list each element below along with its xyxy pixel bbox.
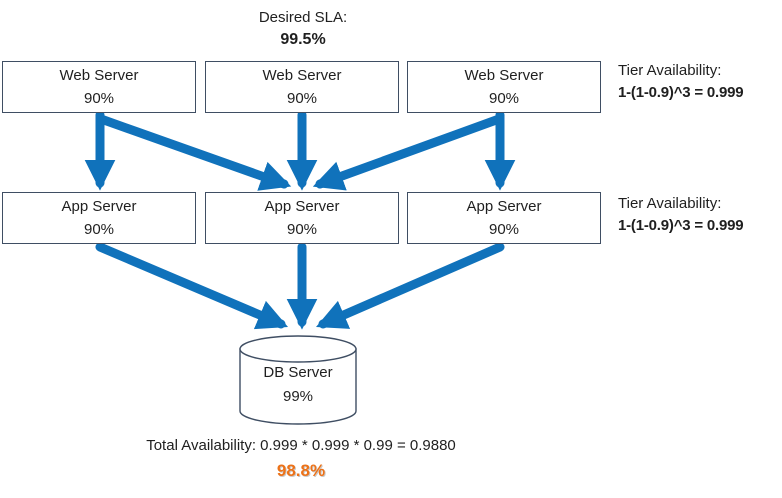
total-availability-formula: Total Availability: 0.999 * 0.999 * 0.99… [146, 437, 456, 454]
desired-sla-label: Desired SLA: [258, 9, 348, 26]
server-availability: 99% [282, 388, 314, 405]
tier-availability-formula: 1-(1-0.9)^3 = 0.999 [618, 84, 744, 101]
server-name: DB Server [263, 364, 333, 381]
desired-sla-value: 99.5% [280, 31, 326, 48]
server-availability: 90% [286, 221, 318, 238]
web-tier-availability-note: Tier Availability: 1-(1-0.9)^3 = 0.999 [618, 60, 782, 104]
app-server-box-1: App Server 90% [2, 192, 196, 244]
arrow-web1-app2 [96, 114, 292, 191]
app-to-db-arrows [95, 242, 505, 330]
db-cylinder [239, 335, 357, 425]
app-server-box-2: App Server 90% [205, 192, 399, 244]
tier-availability-label: Tier Availability: [618, 62, 722, 79]
arrow-app1-db [95, 242, 289, 330]
server-availability: 90% [286, 90, 318, 107]
server-availability: 90% [488, 221, 520, 238]
server-availability: 90% [488, 90, 520, 107]
arrow-app3-db [315, 242, 505, 329]
arrow-web3-app2 [312, 114, 504, 191]
total-availability-footer: Total Availability: 0.999 * 0.999 * 0.99… [61, 435, 541, 482]
server-name: Web Server [59, 67, 139, 84]
server-availability: 90% [83, 90, 115, 107]
server-name: Web Server [464, 67, 544, 84]
tier-availability-formula: 1-(1-0.9)^3 = 0.999 [618, 217, 744, 234]
server-name: Web Server [262, 67, 342, 84]
desired-sla-header: Desired SLA: 99.5% [178, 7, 428, 51]
total-availability-percent: 98.8% [276, 461, 326, 480]
tier-availability-label: Tier Availability: [618, 195, 722, 212]
server-name: App Server [61, 198, 137, 215]
web-server-box-2: Web Server 90% [205, 61, 399, 113]
web-server-box-1: Web Server 90% [2, 61, 196, 113]
app-tier-availability-note: Tier Availability: 1-(1-0.9)^3 = 0.999 [618, 193, 782, 237]
db-server-label: DB Server 99% [240, 361, 356, 409]
app-server-box-3: App Server 90% [407, 192, 601, 244]
server-name: App Server [466, 198, 542, 215]
server-availability: 90% [83, 221, 115, 238]
web-server-box-3: Web Server 90% [407, 61, 601, 113]
server-name: App Server [264, 198, 340, 215]
web-to-app-arrows [84, 110, 516, 191]
